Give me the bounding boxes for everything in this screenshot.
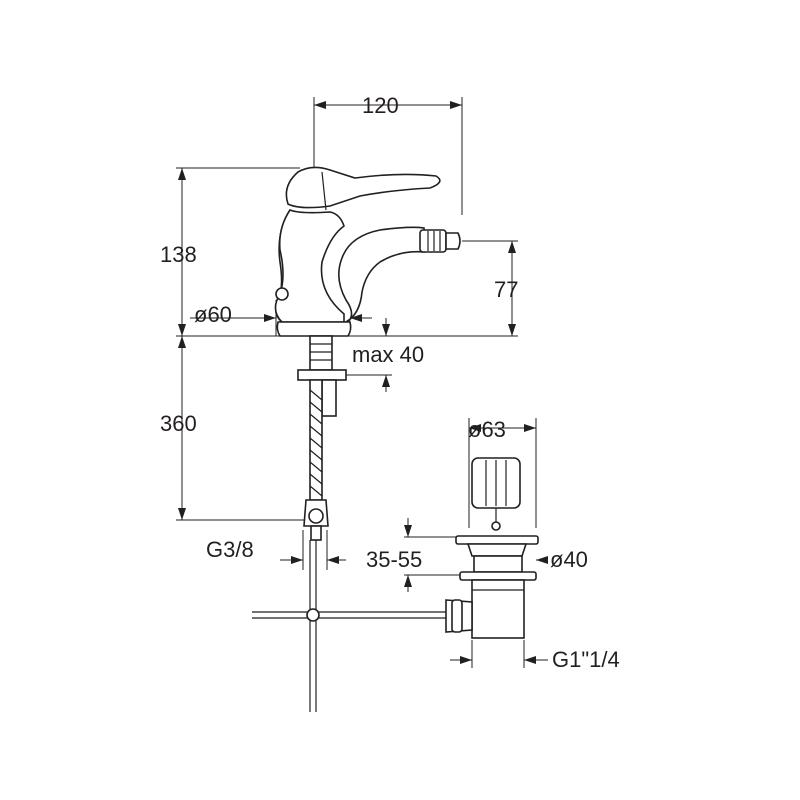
inlet-thread-label: G3/8	[206, 537, 254, 562]
base-diameter-label: ø60	[194, 302, 232, 327]
waste-diameter-label: ø40	[550, 547, 588, 572]
hose-length-label: 360	[160, 411, 197, 436]
waste-range-label: 35-55	[366, 547, 422, 572]
max-deck-thickness-label: max 40	[352, 342, 424, 367]
dimension-lines	[176, 97, 548, 668]
dimension-labels: 120 138 ø60 77 max 40 360 G3/8 ø63 35-55…	[160, 93, 620, 672]
spout-reach-label: 120	[362, 93, 399, 118]
outlet-height-label: 77	[494, 277, 518, 302]
faucet-body	[274, 166, 461, 541]
height-label: 138	[160, 242, 197, 267]
waste-knob-diameter-label: ø63	[468, 417, 506, 442]
pop-up-linkage	[252, 540, 450, 712]
waste-thread-label: G1"1/4	[552, 647, 620, 672]
pop-up-waste	[445, 457, 539, 639]
